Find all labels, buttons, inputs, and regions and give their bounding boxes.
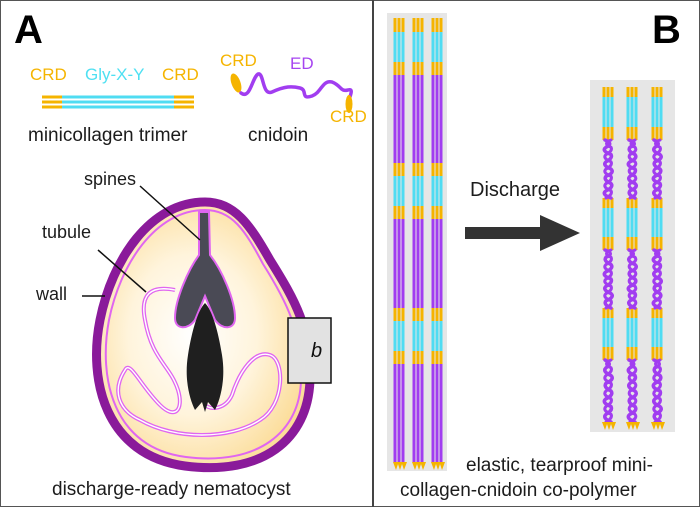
minicollagen-trimer xyxy=(42,95,194,109)
cnidoin-crd-left xyxy=(230,73,242,93)
minicollagen-caption: minicollagen trimer xyxy=(28,125,188,146)
panel-divider xyxy=(372,0,374,507)
panel-b-letter: B xyxy=(652,8,681,52)
cnidoin-coiled-segment xyxy=(602,248,614,310)
wall-label: wall xyxy=(36,284,68,304)
spines-leader-line xyxy=(139,185,201,241)
cnidoin-crd-bottom-label: CRD xyxy=(330,107,367,126)
panel-a-letter: A xyxy=(14,8,43,52)
spines-barb xyxy=(186,303,224,412)
fiber-end-crd xyxy=(431,462,445,470)
fiber-bundle-before-discharge xyxy=(387,13,447,471)
cnidoin-caption: cnidoin xyxy=(248,125,309,146)
tubule-leader-line xyxy=(97,249,147,293)
fiber-end-crd xyxy=(412,462,426,470)
capsule-inner-membrane xyxy=(104,208,303,460)
cnidoin-coiled-segment xyxy=(603,358,613,424)
fiber-end-crd xyxy=(626,422,640,430)
minicollagen-crd-right-label: CRD xyxy=(162,65,199,84)
cnidoin-elastic-domain xyxy=(239,72,353,102)
tubule-core xyxy=(117,288,281,436)
tubule-label: tubule xyxy=(42,222,92,242)
cnidoin-coiled-segment xyxy=(603,138,613,200)
discharge-arrow xyxy=(465,215,580,251)
inset-b-box xyxy=(287,317,332,384)
fiber-bundle-after-discharge xyxy=(590,80,675,432)
fiber-end-crd xyxy=(393,462,407,470)
discharge-label: Discharge xyxy=(470,179,561,201)
cnidoin-crd-right xyxy=(345,95,353,113)
inset-b-label: b xyxy=(311,340,323,362)
cnidoin-crd-top-label: CRD xyxy=(220,51,257,70)
nematocyst xyxy=(82,185,332,473)
fiber-end-crd xyxy=(602,422,616,430)
cnidoin-coiled-segment xyxy=(627,248,638,310)
cnidoin-coiled-segment xyxy=(652,248,662,310)
cnidoin-coiled-segment xyxy=(603,248,613,310)
spines-shaft xyxy=(173,211,237,329)
copolymer-caption-line2: collagen-cnidoin co-polymer xyxy=(400,480,637,501)
cnidoin-coiled-segment xyxy=(652,358,662,424)
nematocyst-caption: discharge-ready nematocyst xyxy=(52,479,291,500)
cnidoin-coiled-segment xyxy=(627,138,638,200)
cnidoin-coiled-segment xyxy=(627,358,638,424)
cnidoin-ed-label: ED xyxy=(290,54,314,73)
minicollagen-crd-left-label: CRD xyxy=(30,65,67,84)
spines-label: spines xyxy=(84,169,137,189)
cnidoin-coiled-segment xyxy=(626,138,638,200)
cnidoin-coiled-segment xyxy=(652,138,662,200)
fiber-end-crd xyxy=(651,422,665,430)
cnidoin-molecule xyxy=(230,72,353,113)
minicollagen-glyxy-label: Gly-X-Y xyxy=(85,65,145,84)
cnidoin-coiled-segment xyxy=(651,358,663,424)
copolymer-caption-line1: elastic, tearproof mini- xyxy=(466,455,653,476)
